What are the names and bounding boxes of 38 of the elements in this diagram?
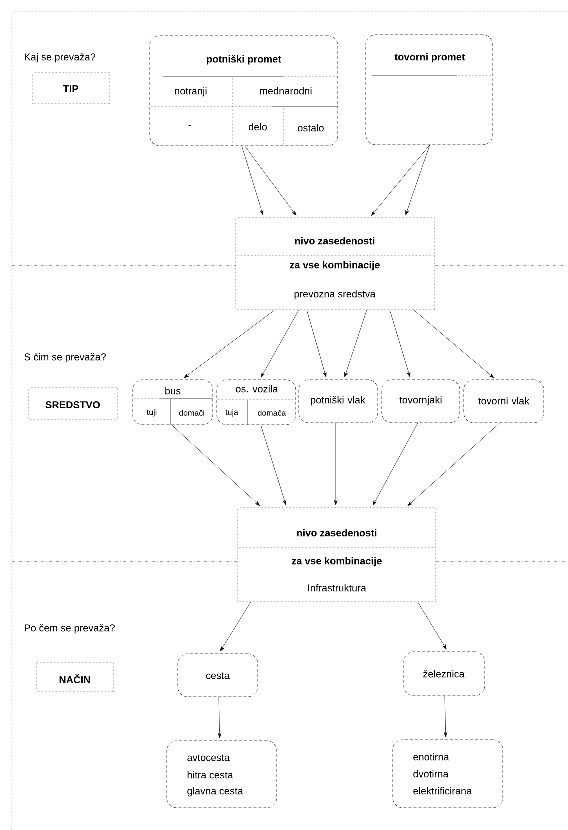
process-box: tovornjaki	[382, 380, 460, 424]
process-box: železnica	[404, 652, 486, 696]
arrow	[418, 602, 447, 650]
table-box: potniški promet notranji mednarodni - delo ostalo	[150, 36, 338, 146]
question-label: S čim se prevaža?	[24, 353, 106, 363]
process-box: potniški vlak	[298, 380, 378, 424]
arrow	[244, 146, 297, 216]
arrow	[172, 425, 260, 506]
arrow	[371, 145, 430, 216]
level-box: nivo zasedenosti za vse kombinacije prevozna sredstva	[236, 218, 436, 310]
arrow	[414, 310, 494, 378]
table-box: os. vozila tuja domača	[216, 380, 296, 426]
arrow	[184, 310, 276, 378]
level-box: nivo zasedenosti za vse kombinacije Infrastruktura	[238, 508, 436, 602]
arrow	[390, 310, 411, 378]
table-box: tovorni promet	[366, 34, 494, 146]
list-box: avtocesta hitra cesta glavna cesta	[166, 740, 278, 808]
question-label: Kaj se prevaža?	[25, 53, 96, 63]
category-box: TIP	[32, 72, 110, 104]
arrow	[408, 423, 500, 506]
arrow	[306, 310, 327, 378]
list-box: enotirna dvotirna elektrificirana	[392, 740, 504, 808]
arrow	[260, 425, 286, 506]
arrow	[261, 310, 300, 378]
arrow	[218, 697, 222, 738]
process-box: cesta	[178, 654, 258, 698]
arrow	[220, 602, 252, 652]
arrow	[334, 423, 338, 506]
process-box: tovorni vlak	[464, 380, 544, 424]
table-box: bus tuji domači	[132, 380, 214, 426]
arrow	[373, 423, 418, 506]
arrow	[242, 146, 264, 216]
category-box: NAČIN	[36, 662, 114, 692]
arrow	[406, 145, 430, 216]
arrow	[444, 696, 448, 738]
arrow	[344, 310, 368, 378]
category-box: SREDSTVO	[28, 388, 118, 420]
question-label: Po čem se prevaža?	[25, 624, 115, 634]
